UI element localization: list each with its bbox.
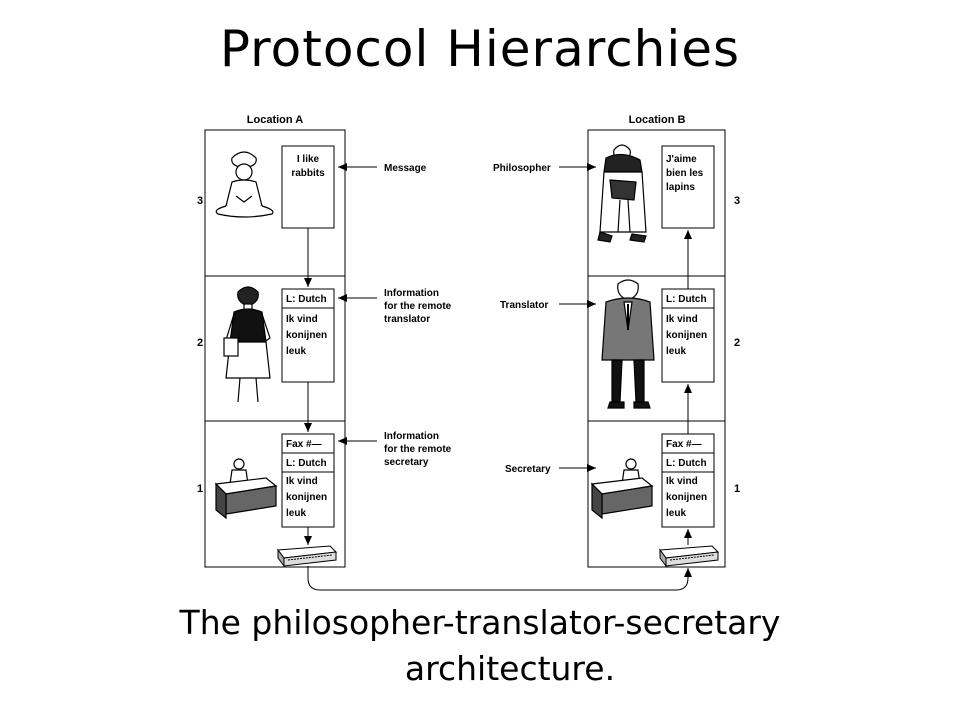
layer-number-b-1: 1: [734, 483, 740, 495]
secretary-b-icon: [590, 458, 654, 520]
note-a-1-line: leuk: [286, 508, 306, 519]
note-b-2-line: konijnen: [666, 330, 707, 341]
layer-number-a-2: 2: [197, 337, 203, 349]
fax-b-icon: [659, 545, 720, 568]
layer-number-b-2: 2: [734, 337, 740, 349]
note-b-3-line: J'aime: [666, 154, 697, 165]
fax-link-line: [307, 566, 692, 591]
note-b-1-line: konijnen: [666, 492, 707, 503]
note-b-1-line: L: Dutch: [666, 458, 707, 469]
note-b-2-line: L: Dutch: [666, 294, 707, 305]
layer-number-a-3: 3: [197, 195, 203, 207]
caption-line: architecture.: [404, 649, 616, 688]
note-a-3-line: I like: [297, 154, 320, 165]
layer-number-b-3: 3: [734, 195, 740, 207]
caption-line: The philosopher-translator-secretary: [179, 603, 781, 642]
label-message: Message: [384, 163, 427, 174]
label-info-translator-line: for the remote: [384, 301, 452, 312]
secretary-a-icon: [214, 458, 278, 520]
note-a-3: I like rabbits: [281, 145, 335, 229]
location-a-column: [204, 129, 346, 568]
note-b-1-line: Fax #—: [666, 439, 702, 450]
location-a-heading: Location A: [247, 114, 303, 126]
note-a-2-line: Ik vind: [286, 314, 318, 325]
label-info-secretary-line: secretary: [384, 457, 429, 468]
label-secretary: Secretary: [505, 464, 551, 475]
slide-caption: The philosopher-translator-secretary arc…: [0, 600, 960, 692]
note-a-2-line: konijnen: [286, 330, 327, 341]
note-b-3: J'aime bien les lapins: [661, 145, 715, 229]
label-philosopher: Philosopher: [493, 163, 551, 174]
location-b-heading: Location B: [629, 114, 686, 126]
label-info-translator-line: translator: [384, 314, 430, 325]
note-a-1-line: Ik vind: [286, 476, 318, 487]
note-a-2: L: Dutch Ik vind konijnen leuk: [281, 288, 335, 383]
slide-title: Protocol Hierarchies: [219, 20, 741, 78]
note-b-1-line: leuk: [666, 508, 686, 519]
note-a-1-line: L: Dutch: [286, 458, 327, 469]
philosopher-a-icon: [215, 151, 274, 218]
label-info-translator-line: Information: [384, 288, 439, 299]
note-b-1: Fax #— L: Dutch Ik vind konijnen leuk: [661, 433, 715, 528]
note-a-3-line: rabbits: [291, 168, 325, 179]
note-a-2-line: L: Dutch: [286, 294, 327, 305]
note-a-1-line: Fax #—: [286, 439, 322, 450]
translator-a-icon: [223, 286, 271, 403]
note-a-2-line: leuk: [286, 346, 306, 357]
translator-b-icon: [601, 279, 655, 409]
layer-number-a-1: 1: [197, 483, 203, 495]
philosopher-b-icon: [597, 144, 647, 243]
note-b-2-line: leuk: [666, 346, 686, 357]
note-b-2: L: Dutch Ik vind konijnen leuk: [661, 288, 715, 383]
note-b-2-line: Ik vind: [666, 314, 698, 325]
label-info-secretary-line: Information: [384, 431, 439, 442]
note-a-1-line: konijnen: [286, 492, 327, 503]
location-b-column: [587, 129, 726, 568]
note-a-1: Fax #— L: Dutch Ik vind konijnen leuk: [281, 433, 335, 528]
label-translator: Translator: [500, 300, 548, 311]
fax-a-icon: [277, 545, 338, 568]
label-info-secretary-line: for the remote: [384, 444, 452, 455]
note-b-3-line: lapins: [666, 182, 695, 193]
note-b-3-line: bien les: [666, 168, 704, 179]
note-b-1-line: Ik vind: [666, 476, 698, 487]
